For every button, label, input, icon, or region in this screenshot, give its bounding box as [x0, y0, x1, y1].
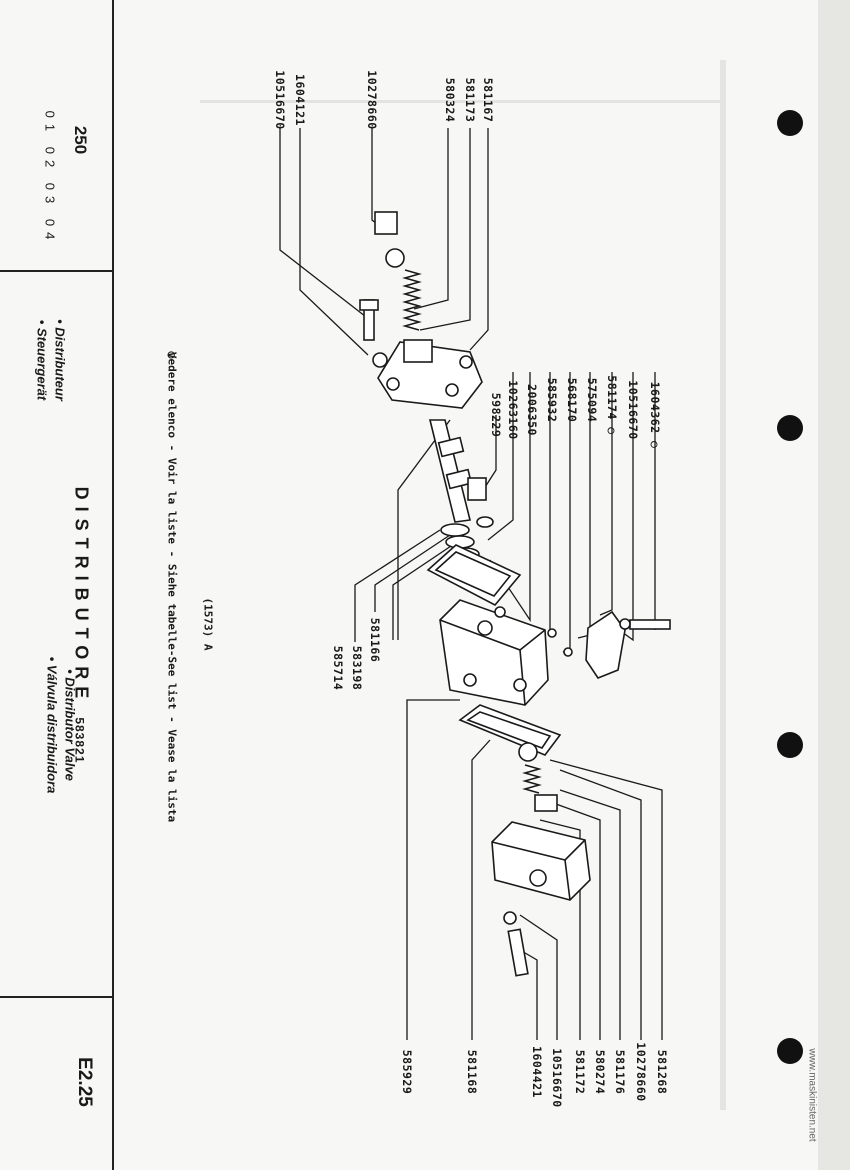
leader-line	[392, 539, 461, 640]
part-label: 585929	[400, 1049, 414, 1095]
cover-port	[529, 869, 547, 887]
bleed-through-line	[720, 60, 726, 1110]
leader-line	[539, 819, 581, 1040]
valve-body	[439, 599, 549, 706]
leader-line	[559, 769, 642, 1040]
cap-hole	[386, 377, 400, 391]
part-label: 2006350	[525, 384, 539, 436]
part-label: 581174 ○	[605, 375, 619, 435]
spool-land	[445, 468, 473, 490]
part-label: 581172	[573, 1049, 587, 1095]
port	[477, 620, 493, 636]
leader-line	[544, 799, 601, 1040]
part-label: 1604362 ○	[648, 381, 662, 449]
part-label: 10516670	[550, 1048, 564, 1108]
part-label: 10516670	[626, 380, 640, 440]
part-label: 581176	[613, 1049, 627, 1095]
part-label: 585932	[545, 377, 559, 423]
adjuster-ring	[518, 742, 538, 762]
bleed-through-line	[200, 100, 720, 103]
side-bolt	[629, 619, 671, 630]
o-ring	[476, 516, 494, 528]
part-label: 581167	[481, 77, 495, 123]
part-label: 581168	[465, 1049, 479, 1095]
leader-line	[519, 914, 558, 1040]
punch-hole	[777, 1038, 803, 1064]
page-edge	[818, 0, 850, 1170]
frame-divider	[0, 270, 112, 272]
part-label: 580274	[593, 1049, 607, 1095]
leader-line	[559, 789, 621, 1040]
punch-hole	[777, 110, 803, 136]
leader-line	[419, 128, 471, 331]
spring	[402, 269, 422, 331]
part-label: 1604421	[530, 1046, 544, 1098]
leader-line	[487, 372, 514, 541]
part-label: 10516670	[273, 70, 287, 130]
part-label: 581166	[368, 617, 382, 663]
small-ring	[563, 647, 573, 657]
part-label: 585714	[331, 645, 345, 691]
leader-line	[406, 699, 460, 1040]
part-label: 583198	[350, 645, 364, 691]
leader-line	[299, 128, 369, 356]
leader-line	[549, 759, 663, 1040]
washer	[385, 248, 405, 268]
spool-land	[437, 436, 465, 458]
gasket-lower	[458, 704, 562, 756]
lower-bolt	[507, 928, 529, 977]
lower-clip	[503, 911, 517, 925]
part-label: 598229	[489, 392, 503, 438]
part-label: 568170	[565, 377, 579, 423]
leader-line	[621, 372, 634, 642]
part-label: 581268	[655, 1049, 669, 1095]
adjuster-spring	[522, 764, 542, 794]
ring	[372, 352, 388, 368]
gasket-upper	[426, 544, 522, 607]
leader-line	[469, 128, 489, 351]
part-label: 10263160	[506, 380, 520, 440]
punch-hole	[777, 415, 803, 441]
leader-line	[397, 419, 451, 640]
small-ring	[547, 628, 557, 638]
lower-cover	[491, 821, 591, 901]
leader-line	[599, 372, 613, 616]
part-label: 10278660	[365, 70, 379, 130]
leader-line	[374, 534, 451, 612]
side-washer	[619, 618, 631, 630]
side-block	[585, 610, 626, 679]
leader-line	[279, 128, 371, 321]
port	[513, 678, 527, 692]
cap-hole	[459, 355, 473, 369]
cap-hole	[445, 383, 459, 397]
part-label: 575094	[585, 377, 599, 423]
plug	[467, 477, 487, 501]
part-label: 1604121	[293, 74, 307, 126]
adjuster-nut	[534, 794, 558, 812]
o-ring	[440, 523, 470, 537]
frame-divider	[0, 996, 112, 998]
part-label: 580324	[443, 77, 457, 123]
leader-line	[471, 739, 491, 1040]
nut	[374, 211, 398, 235]
port	[494, 606, 506, 618]
leader-line	[354, 529, 441, 642]
leader-line	[519, 949, 538, 1040]
cap-boss	[403, 339, 433, 363]
bolt-head	[359, 299, 379, 311]
leader-line	[409, 128, 449, 311]
punch-hole	[777, 732, 803, 758]
frame-border	[112, 0, 114, 1170]
part-label: 581173	[463, 77, 477, 123]
part-label: 10278660	[634, 1042, 648, 1102]
port	[463, 673, 477, 687]
